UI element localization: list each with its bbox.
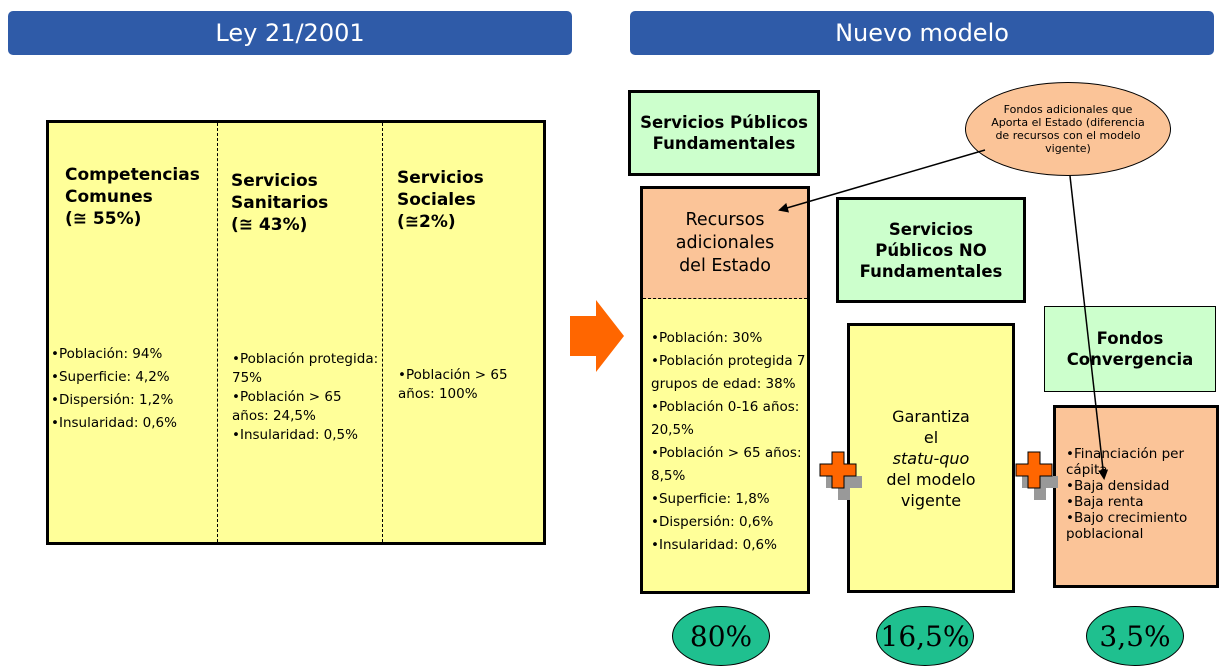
ley-col-1-item: •Población: 94% xyxy=(51,346,163,362)
spf-label: Servicios Públicos Fundamentales xyxy=(640,113,808,153)
percent-spf: 80% xyxy=(689,619,753,653)
ley-col-1-title: Competencias Comunes (≅ 55%) xyxy=(65,165,200,229)
spnf-label-box: Servicios Públicos NO Fundamentales xyxy=(836,197,1026,303)
ley-col-1-items: •Población: 94% •Superficie: 4,2% •Dispe… xyxy=(51,343,217,435)
ley-col-1-item: •Dispersión: 1,2% xyxy=(51,392,174,408)
fondos-item: •Bajo crecimiento poblacional xyxy=(1066,510,1188,542)
spf-column: Recursos adicionales del Estado •Poblaci… xyxy=(640,186,810,594)
spf-item: •Población: 30% xyxy=(651,330,763,346)
spf-item: •Población 0-16 años: 20,5% xyxy=(651,399,800,438)
spf-items: •Población: 30% •Población protegida 7 g… xyxy=(651,327,809,557)
percent-oval-fondos: 3,5% xyxy=(1086,606,1184,666)
ley-col-2-items: •Población protegida: 75% •Población > 6… xyxy=(232,350,382,445)
percent-fondos: 3,5% xyxy=(1099,619,1171,653)
ley-col-1-item: •Superficie: 4,2% xyxy=(51,369,170,385)
header-nuevo-title: Nuevo modelo xyxy=(835,19,1009,47)
percent-oval-spnf: 16,5% xyxy=(876,606,974,666)
percent-oval-spf: 80% xyxy=(672,606,770,666)
ley-col-2-item: •Población protegida: 75% xyxy=(232,351,379,386)
ley-col-1-item: •Insularidad: 0,6% xyxy=(51,415,177,431)
recursos-box: Recursos adicionales del Estado xyxy=(643,189,807,299)
plus-icon xyxy=(1015,451,1058,500)
recursos-label: Recursos adicionales del Estado xyxy=(675,210,775,276)
header-nuevo-modelo: Nuevo modelo xyxy=(630,11,1214,55)
header-ley: Ley 21/2001 xyxy=(8,11,572,55)
spf-item: •Población protegida 7 grupos de edad: 3… xyxy=(651,353,806,392)
spf-label-box: Servicios Públicos Fundamentales xyxy=(628,90,820,176)
callout-text: Fondos adicionales que Aporta el Estado … xyxy=(991,103,1145,155)
garantiza-line: statu-quo xyxy=(892,448,970,468)
ley-col-2-item: •Insularidad: 0,5% xyxy=(232,427,358,443)
ley-table: Competencias Comunes (≅ 55%) Servicios S… xyxy=(46,120,546,545)
percent-spnf: 16,5% xyxy=(880,619,970,653)
fondos-label-box: Fondos Convergencia xyxy=(1044,306,1216,392)
ley-col-3-items: •Población > 65 años: 100% xyxy=(398,366,528,404)
garantiza-line: vigente xyxy=(900,490,962,510)
fondos-items: •Financiación per cápita •Baja densidad … xyxy=(1066,446,1216,542)
ley-col-2-title: Servicios Sanitarios (≅ 43%) xyxy=(231,171,329,235)
garantiza-box: Garantiza el statu-quo del modelo vigent… xyxy=(847,323,1015,593)
garantiza-line: del modelo xyxy=(886,469,976,489)
spf-item: •Superficie: 1,8% xyxy=(651,491,770,507)
spf-item: •Dispersión: 0,6% xyxy=(651,514,774,530)
callout-oval: Fondos adicionales que Aporta el Estado … xyxy=(965,82,1171,176)
ley-divider-1 xyxy=(217,123,218,542)
fondos-item: •Financiación per cápita xyxy=(1066,446,1185,478)
garantiza-line: el xyxy=(923,427,939,447)
garantiza-line: Garantiza xyxy=(892,406,970,426)
spnf-label: Servicios Públicos NO Fundamentales xyxy=(859,219,1003,281)
spf-item: •Población > 65 años: 8,5% xyxy=(651,445,802,484)
ley-col-2-item: •Población > 65 años: 24,5% xyxy=(232,389,342,424)
spf-item: •Insularidad: 0,6% xyxy=(651,537,777,553)
header-ley-title: Ley 21/2001 xyxy=(215,19,365,47)
fondos-box: •Financiación per cápita •Baja densidad … xyxy=(1053,405,1219,588)
ley-divider-2 xyxy=(382,123,383,542)
fondos-label: Fondos Convergencia xyxy=(1066,329,1194,369)
ley-col-3-item: •Población > 65 años: 100% xyxy=(398,367,508,402)
ley-col-3-title: Servicios Sociales (≅2%) xyxy=(397,168,484,232)
fondos-item: •Baja densidad xyxy=(1066,478,1170,494)
fondos-item: •Baja renta xyxy=(1066,494,1144,510)
